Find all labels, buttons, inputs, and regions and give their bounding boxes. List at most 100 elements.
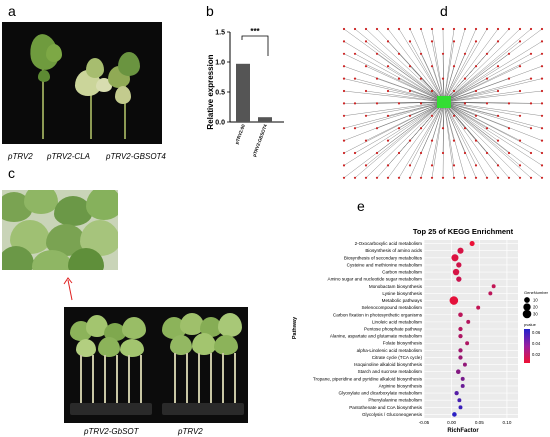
gene-node — [375, 127, 379, 130]
panel-a-photo — [2, 22, 162, 144]
edge — [443, 101, 455, 166]
legend-size-label-0: 10 — [533, 298, 538, 303]
edge — [365, 101, 445, 141]
b-category-0: pTRV2:00 — [234, 123, 246, 145]
edge — [431, 41, 445, 103]
b-category-1: pTRV2:GBSOT4 — [252, 123, 269, 157]
gene-node — [353, 27, 357, 31]
gene-node — [364, 139, 368, 142]
gene-node — [485, 176, 489, 179]
gene-node — [485, 52, 489, 55]
panel-e-ylabel: Pathway — [292, 316, 298, 339]
gene-node — [518, 164, 522, 167]
gene-node — [507, 127, 511, 130]
pathway-label-15: alpha-Linolenic acid metabolism — [357, 348, 423, 353]
edge — [443, 78, 532, 103]
edge — [443, 90, 543, 103]
gene-node — [353, 102, 357, 105]
panel-b-categories: pTRV2:00 pTRV2:GBSOT4 — [234, 123, 268, 157]
gene-node — [507, 151, 511, 155]
gene-node — [397, 127, 401, 130]
b-ytick-label-3: 1.5 — [215, 30, 225, 37]
gene-node — [518, 139, 522, 142]
edge — [443, 28, 488, 103]
gene-node — [353, 52, 357, 55]
gene-node — [430, 164, 434, 167]
gene-node — [540, 176, 544, 179]
pathway-dot-20 — [460, 383, 465, 388]
panel-e-grid — [423, 240, 518, 418]
panel-b-bar-chart: Relative expression 0.00.51.01.5 *** pTR… — [206, 27, 284, 157]
gene-node — [463, 127, 467, 130]
edge — [443, 101, 532, 129]
edge — [354, 28, 445, 103]
pathway-dot-2 — [451, 254, 459, 262]
pathway-label-24: Glycolysis / Gluconeogenesis — [362, 412, 423, 417]
edge — [365, 28, 445, 103]
gene-node — [375, 77, 379, 80]
pathway-dot-18 — [455, 369, 461, 375]
gene-node — [518, 40, 522, 43]
edge — [387, 101, 445, 141]
gene-node — [529, 176, 533, 179]
gene-node — [419, 27, 423, 31]
gene-node — [540, 139, 544, 142]
pathway-dot-12 — [458, 326, 463, 332]
b-ytick-label-1: 0.5 — [215, 90, 225, 97]
edge — [343, 41, 445, 103]
pathway-dot-4 — [452, 268, 460, 276]
gene-node — [430, 89, 434, 93]
pathway-dot-11 — [466, 319, 471, 324]
gene-node — [496, 40, 500, 43]
gene-node — [364, 40, 368, 43]
gene-node — [397, 77, 401, 80]
gene-node — [342, 89, 346, 93]
gene-node — [463, 176, 467, 179]
edge — [443, 78, 543, 103]
gene-node — [540, 77, 544, 80]
pathway-label-1: Biosynthesis of amino acids — [365, 248, 422, 253]
edge — [443, 101, 543, 116]
gene-node — [540, 40, 544, 43]
legend-color-label-1: 0.04 — [532, 341, 541, 346]
gene-node — [386, 65, 390, 68]
pathway-label-19: Tropane, piperidine and pyridine alkaloi… — [313, 376, 423, 381]
gene-node — [397, 151, 401, 155]
b-bar-1 — [258, 117, 272, 122]
pathway-dot-0 — [469, 241, 475, 247]
edge — [443, 78, 488, 103]
panel-c-caption-1: pTRV2-GbSOT — [84, 427, 139, 436]
pathway-dot-9 — [476, 305, 481, 310]
gene-node — [496, 89, 500, 93]
gene-node — [518, 114, 522, 117]
pathway-label-3: Cysteine and methionine metabolism — [347, 262, 422, 267]
gene-node — [452, 65, 456, 68]
edge — [398, 101, 445, 178]
panel-a-caption-3: pTRV2-GBSOT4 — [106, 152, 166, 161]
pathway-label-16: Citrate cycle (TCA cycle) — [372, 355, 423, 360]
x-tick-label-1: 0.00 — [447, 420, 456, 425]
edge — [443, 101, 521, 178]
pathway-label-21: Glyoxylate and dicarboxylate metabolism — [339, 391, 423, 396]
edge — [365, 90, 445, 103]
gene-node — [364, 89, 368, 93]
gene-node — [452, 40, 456, 43]
gene-node — [463, 151, 467, 155]
panel-c-closeup-photo — [2, 190, 118, 270]
gene-node — [430, 65, 434, 68]
x-tick-label-3: 0.10 — [502, 420, 511, 425]
edge — [443, 53, 543, 103]
pathway-label-6: Monobactam biosynthesis — [369, 284, 423, 289]
pathway-dot-3 — [456, 262, 462, 268]
gene-node — [441, 127, 445, 130]
gene-node — [463, 52, 467, 55]
gene-node — [364, 164, 368, 167]
gene-node — [386, 40, 390, 43]
panel-a-caption-1: pTRV2 — [8, 152, 33, 161]
hub-node — [437, 96, 451, 108]
pathway-label-0: 2-Oxocarboxylic acid metabolism — [355, 241, 423, 246]
edge — [443, 101, 543, 129]
pathway-dot-5 — [456, 276, 462, 282]
edge — [431, 101, 445, 166]
gene-node — [529, 52, 533, 55]
